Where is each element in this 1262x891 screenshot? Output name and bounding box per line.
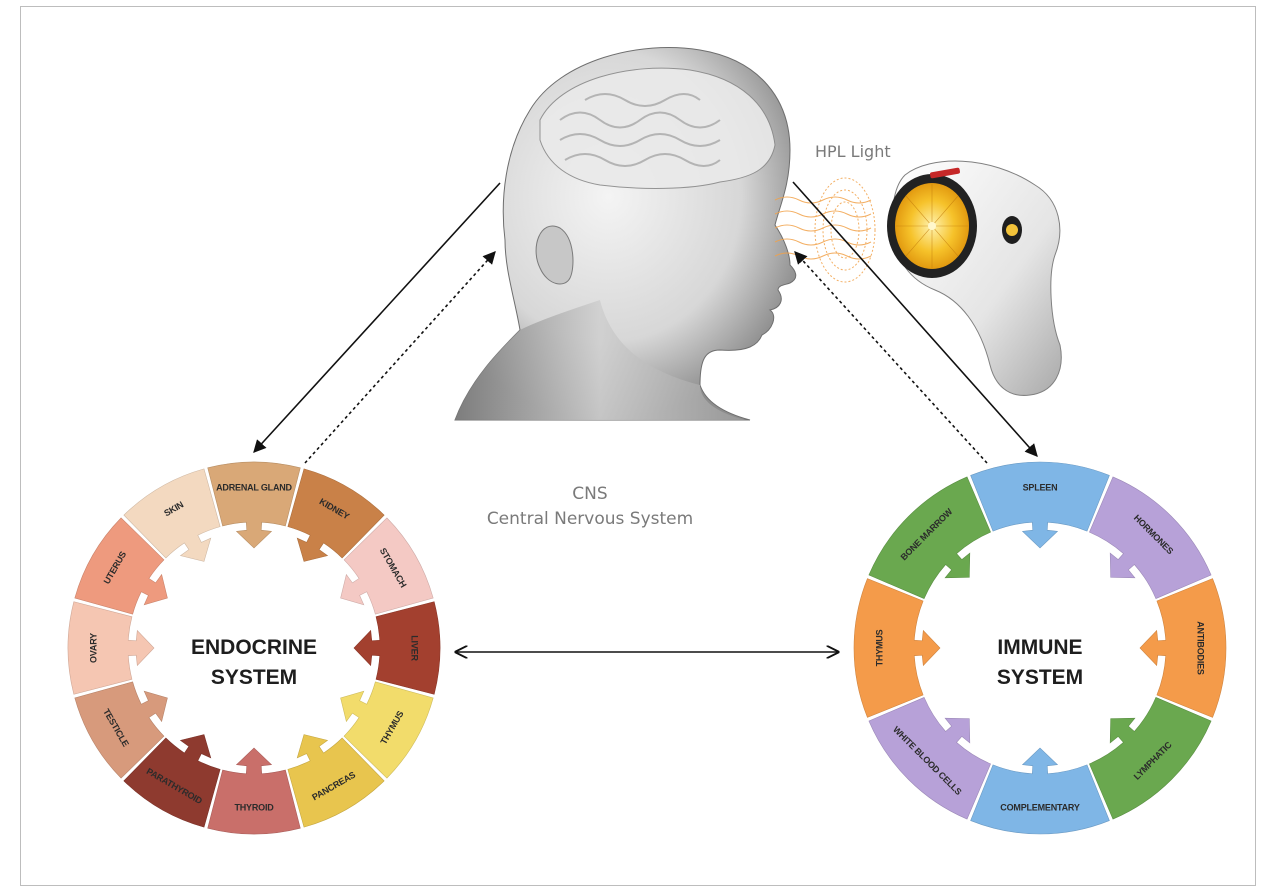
immune-segment — [868, 697, 991, 820]
hpl-light-label: HPL Light — [815, 142, 891, 161]
endocrine-segment — [353, 601, 441, 695]
endocrine-segment — [74, 681, 168, 779]
immune-segment-label: THYMUS — [874, 629, 884, 666]
immune-segment — [1089, 697, 1212, 820]
endocrine-segment — [287, 468, 385, 562]
endocrine-system-wheel: ADRENAL GLANDKIDNEYSTOMACHLIVERTHYMUSPAN… — [67, 461, 441, 835]
endocrine-segment — [67, 601, 155, 695]
endocrine-segment-label: LIVER — [410, 635, 420, 661]
endocrine-segment — [74, 517, 168, 615]
immune-segment — [853, 578, 941, 718]
arrow-endocrine-to-cns — [304, 251, 496, 464]
immune-segment-label: SPLEEN — [1023, 482, 1058, 492]
immune-segment — [868, 476, 991, 599]
cns-label: CNS — [572, 484, 607, 504]
light-waves — [774, 177, 876, 283]
immune-segment — [970, 747, 1110, 835]
endocrine-segment-label: OVARY — [88, 633, 98, 663]
immune-center-line2: SYSTEM — [997, 666, 1083, 689]
cns-full-label: Central Nervous System — [487, 509, 693, 529]
endocrine-segment — [287, 734, 385, 828]
arrow-cns-to-immune — [792, 181, 1038, 457]
immune-segment-label: COMPLEMENTARY — [1000, 802, 1080, 812]
endocrine-segment — [123, 468, 221, 562]
immune-segment — [970, 461, 1110, 549]
human-head-illustration — [454, 47, 797, 421]
endocrine-center-line2: SYSTEM — [211, 666, 297, 689]
endocrine-segment-label: ADRENAL GLAND — [216, 482, 292, 492]
immune-system-wheel: SPLEENHORMONESANTIBODIESLYMPHATICCOMPLEM… — [853, 461, 1227, 835]
endocrine-segment-label: THYROID — [234, 802, 274, 812]
endocrine-segment — [123, 734, 221, 828]
relation-arrows — [253, 181, 1038, 652]
immune-segment — [1139, 578, 1227, 718]
endocrine-segment — [340, 517, 434, 615]
hpl-light-device — [887, 160, 1062, 396]
immune-segment-label: ANTIBODIES — [1196, 621, 1206, 675]
diagram-frame — [20, 6, 1256, 886]
immune-segment — [1089, 476, 1212, 599]
endocrine-segment — [340, 681, 434, 779]
endocrine-center-line1: ENDOCRINE — [191, 636, 317, 659]
endocrine-segment — [207, 747, 301, 835]
arrow-cns-to-endocrine — [253, 182, 501, 453]
immune-center-line1: IMMUNE — [997, 636, 1082, 659]
endocrine-segment — [207, 461, 301, 549]
